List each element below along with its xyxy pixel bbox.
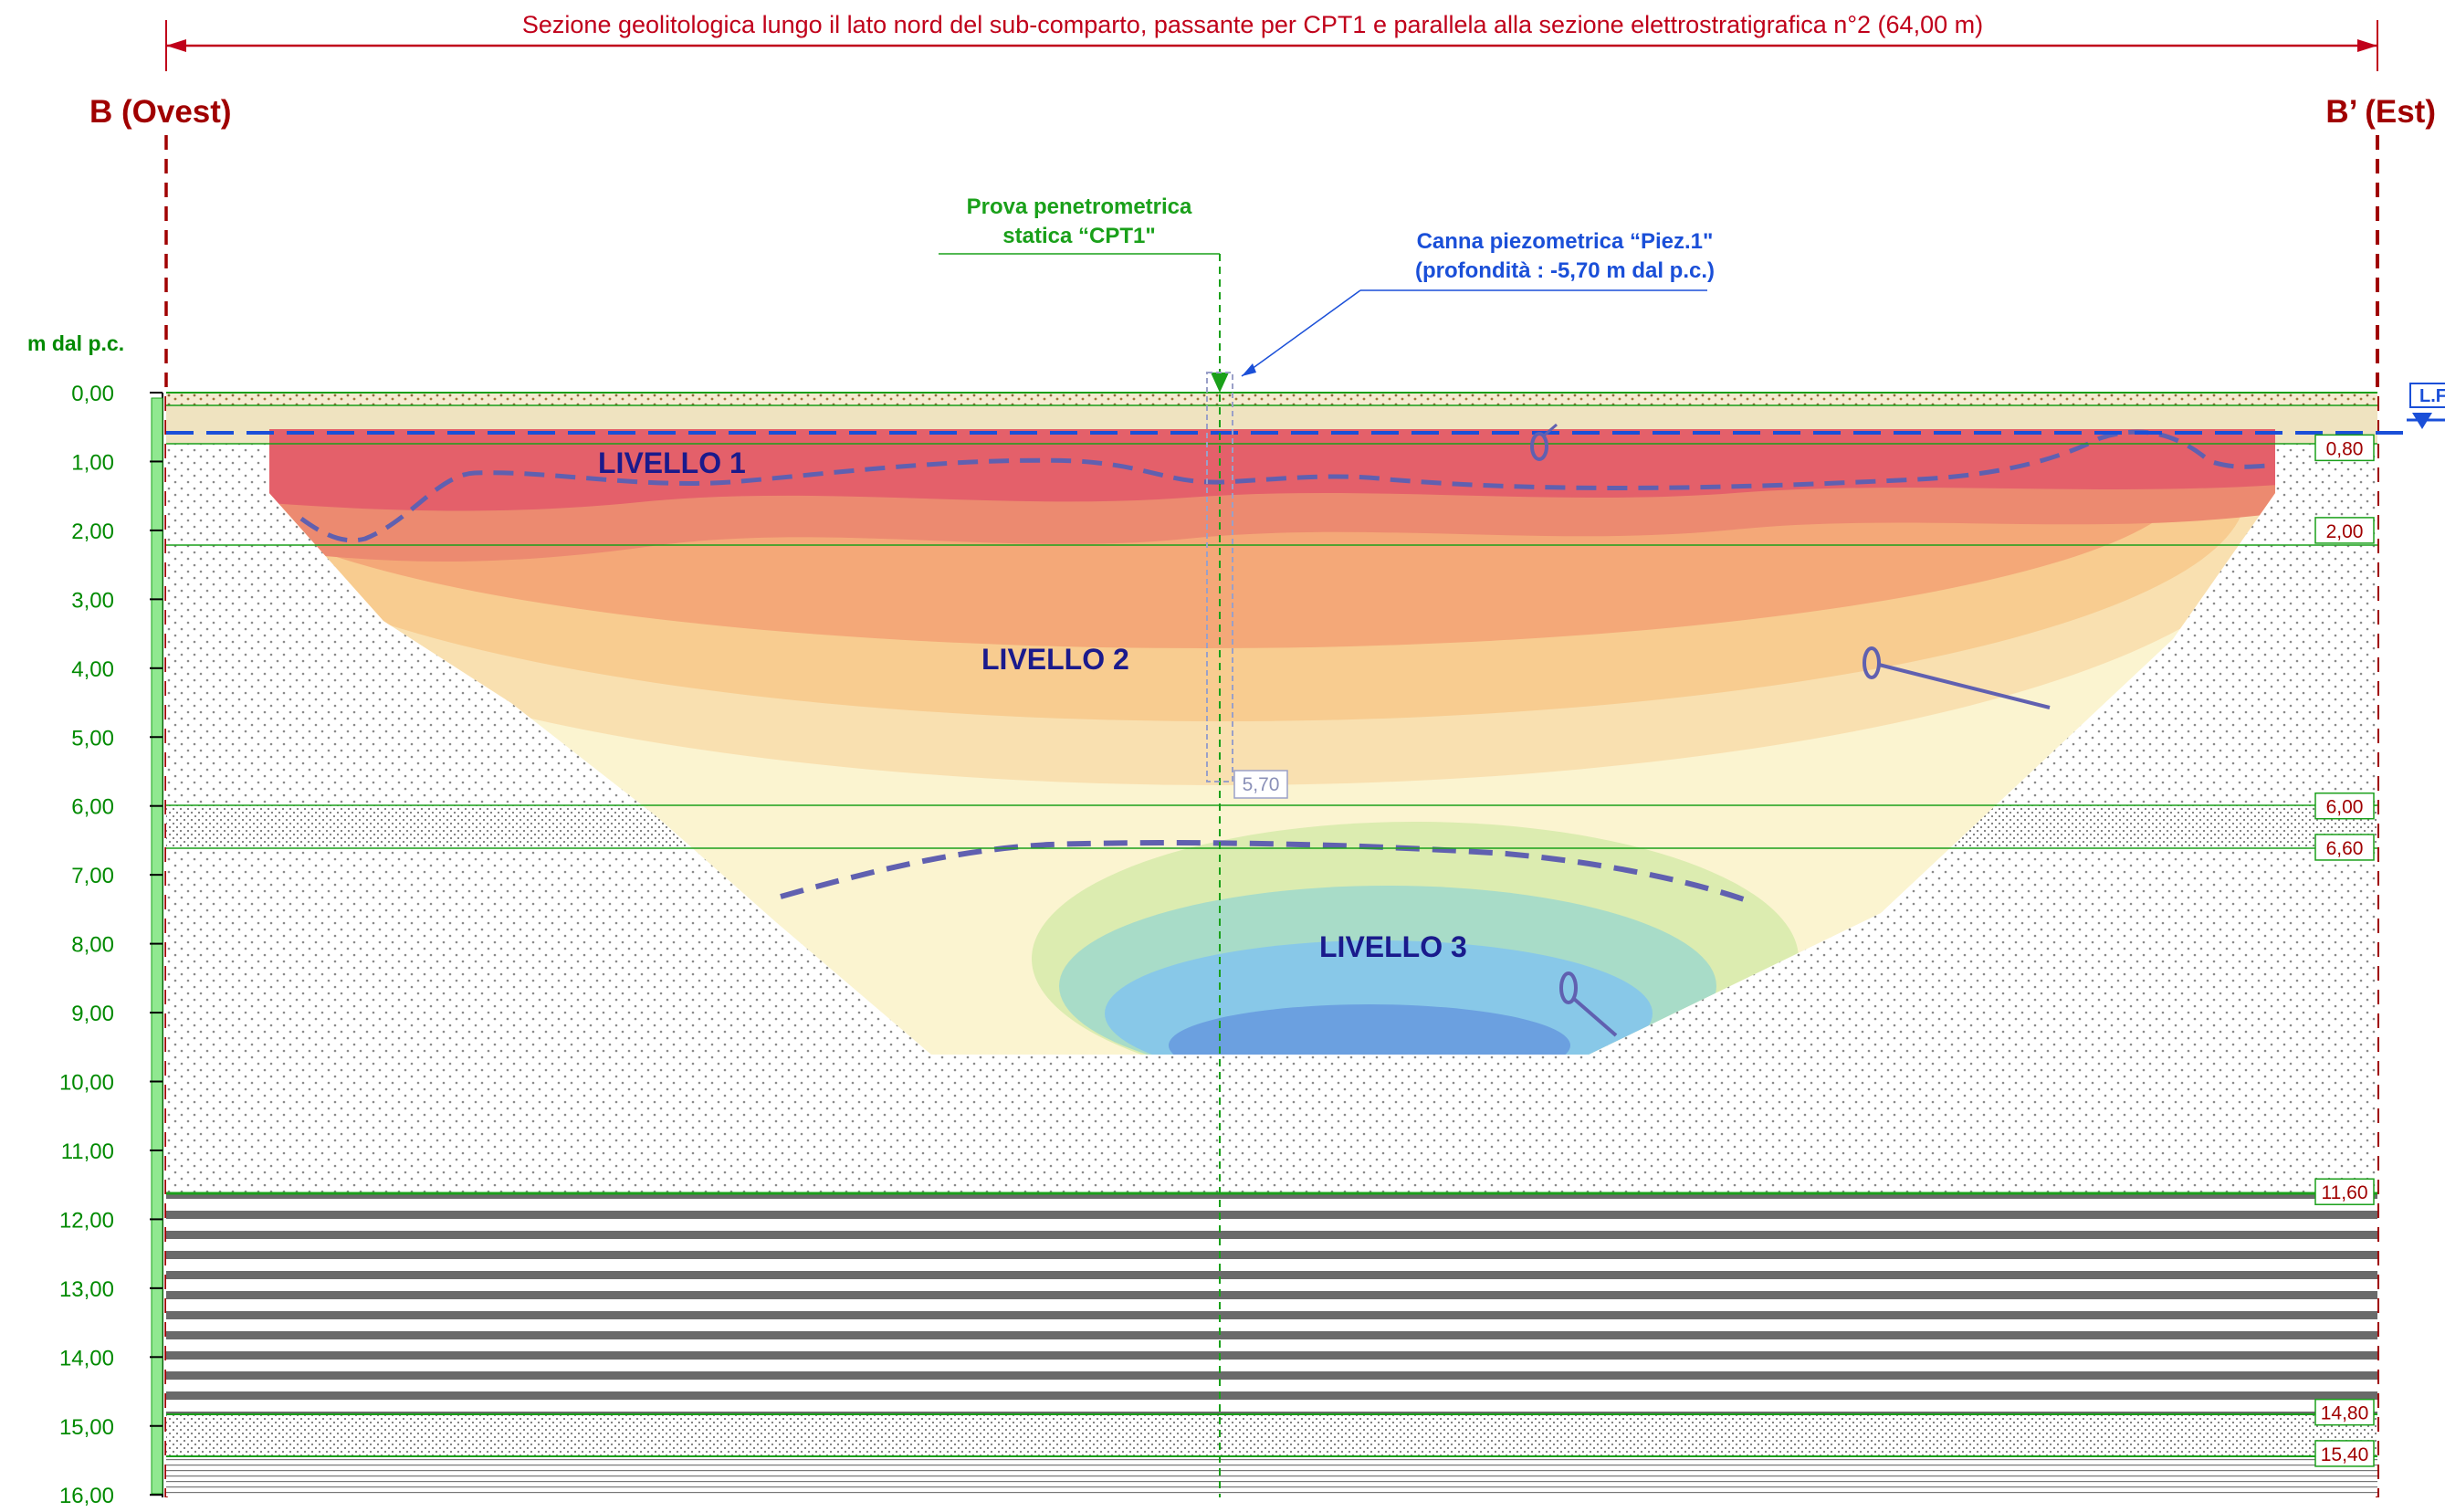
west-end-label: B (Ovest) — [89, 94, 232, 130]
piezometer-label-line2: (profondità : -5,70 m dal p.c.) — [1415, 258, 1715, 283]
depth-tick-label: 6,00 — [71, 795, 114, 820]
piezometer-leader — [1241, 289, 1361, 377]
livello-3-label: LIVELLO 3 — [1319, 930, 1467, 963]
electrode-marker-icon — [1863, 646, 2051, 709]
cpt1-label-line1: Prova penetrometrica — [967, 194, 1192, 219]
level2-level3-boundary — [780, 840, 1745, 902]
east-end-label: B’ (Est) — [2325, 94, 2436, 130]
livello-2-label: LIVELLO 2 — [981, 643, 1129, 676]
depth-tick-label: 13,00 — [59, 1277, 114, 1302]
arrow-left-icon — [166, 39, 186, 52]
electrode-marker-icon — [1530, 423, 1558, 461]
boundary-depth-label: 2,00 — [2326, 521, 2364, 542]
depth-tick-label: 15,00 — [59, 1415, 114, 1440]
electrode-marker-icon — [1559, 971, 1618, 1037]
depth-tick-label: 4,00 — [71, 657, 114, 682]
boundary-label-group: 0,80 2,00 6,00 6,60 11,60 14,80 15,40 — [2314, 434, 2375, 1467]
depth-tick-label: 3,00 — [71, 588, 114, 613]
piezometer-casing — [1206, 372, 1233, 782]
boundary-depth-label: 6,00 — [2326, 797, 2364, 818]
livello-1-label: LIVELLO 1 — [598, 446, 746, 479]
boundary-label-box — [2314, 834, 2375, 861]
boundary-label-box — [2314, 434, 2375, 462]
depth-tick-label: 5,00 — [71, 726, 114, 751]
depth-tick-label: 11,00 — [61, 1139, 114, 1164]
boundary-label-box — [2314, 792, 2375, 820]
piezometer-depth-label: 5,70 — [1243, 774, 1280, 795]
depth-tick-label: 7,00 — [71, 864, 114, 888]
topsoil-layer — [166, 393, 2377, 405]
boundary-depth-label: 6,60 — [2326, 838, 2364, 859]
piezometer-label-line1: Canna piezometrica “Piez.1" — [1417, 229, 1714, 254]
boundary-label-box — [2314, 1398, 2375, 1426]
boundary-depth-label: 0,80 — [2326, 438, 2364, 459]
depth-tick-label: 14,00 — [59, 1346, 114, 1370]
boundary-depth-label: 15,40 — [2321, 1444, 2369, 1465]
depth-tick-label: 0,00 — [71, 382, 114, 406]
laminated-layer — [166, 1456, 2377, 1496]
cpt1-label-line2: statica “CPT1" — [1002, 224, 1155, 248]
depth-axis-unit: m dal p.c. — [27, 331, 124, 355]
depth-axis: 0,00 1,00 2,00 3,00 4,00 5,00 6,00 7,00 8,00 9,00… — [59, 382, 163, 1508]
depth-tick-label: 9,00 — [71, 1002, 114, 1026]
depth-tick-label: 1,00 — [71, 450, 114, 475]
depth-tick-label: 16,00 — [59, 1484, 114, 1507]
water-table-label: L.F. — [2419, 386, 2445, 406]
arrow-right-icon — [2357, 39, 2377, 52]
section-title: Sezione geolitologica lungo il lato nord… — [522, 11, 1983, 38]
boundary-label-box — [2314, 517, 2375, 544]
sandy-silt-layer — [166, 1414, 2377, 1456]
depth-tick-label: 12,00 — [59, 1208, 114, 1233]
boundary-depth-label: 14,80 — [2321, 1403, 2369, 1424]
depth-tick-label: 10,00 — [59, 1071, 114, 1096]
boundary-depth-label: 11,60 — [2322, 1182, 2368, 1203]
clay-layer — [166, 1193, 2377, 1414]
level1-level2-boundary — [299, 429, 2274, 543]
boundary-label-box — [2314, 1440, 2375, 1467]
depth-tick-label: 2,00 — [71, 520, 114, 544]
cpt1-marker-icon — [1211, 373, 1229, 393]
boundary-label-box — [2314, 1178, 2375, 1205]
depth-tick-label: 8,00 — [71, 933, 114, 958]
